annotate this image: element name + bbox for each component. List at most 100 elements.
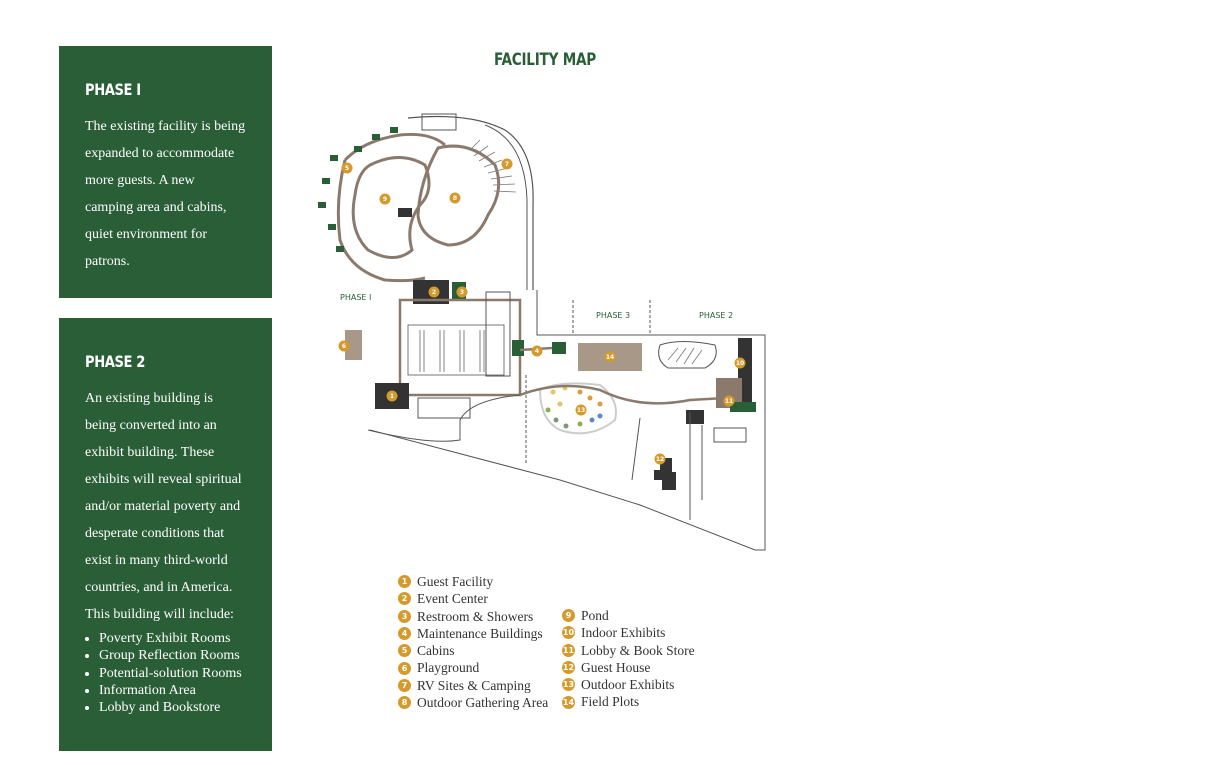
- marker-label: 9: [383, 196, 387, 203]
- legend-number: 11: [562, 643, 575, 657]
- main-parking: [407, 324, 505, 376]
- legend-label: Lobby & Book Store: [581, 642, 695, 658]
- marker-label: 11: [725, 398, 733, 405]
- marker-label: 6: [342, 343, 346, 350]
- south-road: [367, 394, 521, 442]
- legend-label: Restroom & Showers: [417, 608, 534, 624]
- legend-label: Guest House: [581, 659, 651, 675]
- marker-label: 2: [432, 289, 436, 296]
- legend-label: Maintenance Buildings: [417, 625, 543, 641]
- legend-item: 8 Outdoor Gathering Area: [398, 694, 548, 711]
- facility-map: 1 2 3 4 5 6 7 8 9 10 11 12 13 14 PHASE I…: [318, 113, 766, 551]
- legend-number: 1: [398, 575, 411, 589]
- legend-item: 11 Lobby & Book Store: [562, 642, 695, 659]
- phase1-title: PHASE I: [85, 80, 141, 99]
- phase2-title: PHASE 2: [85, 352, 145, 371]
- map-marker-6: 6: [338, 340, 350, 352]
- list-item: Group Reflection Rooms: [99, 647, 246, 664]
- legend-number: 9: [562, 609, 575, 623]
- legend-item: 6 Playground: [398, 659, 548, 676]
- guest-parking: [417, 397, 471, 419]
- map-marker-10: 10: [734, 357, 746, 369]
- legend-number: 5: [398, 644, 411, 658]
- legend-item: 7 RV Sites & Camping: [398, 677, 548, 694]
- legend-label: Guest Facility: [417, 574, 494, 589]
- east-parking: [485, 291, 511, 377]
- outer-road: [407, 115, 534, 290]
- phase3-map-label: PHASE 3: [596, 311, 630, 320]
- legend-number: 14: [562, 695, 575, 709]
- guest-house-road: [631, 412, 703, 520]
- maintenance-building: [512, 340, 524, 356]
- phase2-include-label: This building will include:: [85, 607, 234, 622]
- map-marker-11: 11: [723, 395, 735, 407]
- legend-label: Playground: [417, 660, 480, 676]
- marker-label: 10: [736, 360, 744, 367]
- pond-east: [416, 144, 501, 247]
- legend-item: 13 Outdoor Exhibits: [562, 676, 695, 693]
- map-marker-3: 3: [456, 286, 468, 298]
- marker-label: 7: [505, 161, 509, 168]
- outdoor-exhibits-trail: [538, 382, 617, 435]
- marker-label: 14: [606, 354, 614, 361]
- outer-road-inner: [484, 124, 528, 290]
- map-marker-2: 2: [428, 286, 440, 298]
- phase1-text: The existing facility is being expanded …: [85, 119, 246, 269]
- map-marker-13: 13: [575, 404, 587, 416]
- legend-number: 13: [562, 678, 575, 692]
- legend-number: 8: [398, 696, 411, 710]
- legend-item: 9 Pond: [562, 607, 695, 624]
- marker-label: 13: [577, 407, 585, 414]
- map-title: FACILITY MAP: [493, 50, 597, 70]
- map-marker-1: 1: [386, 390, 398, 402]
- list-item: Lobby and Bookstore: [99, 699, 246, 716]
- guest-house-building: [654, 458, 676, 490]
- cabins: [318, 127, 398, 252]
- marker-label: 3: [460, 289, 464, 296]
- list-item: Information Area: [99, 682, 246, 699]
- north-parking: [421, 113, 457, 131]
- phase2-map-label: PHASE 2: [699, 311, 733, 320]
- map-marker-5: 5: [341, 162, 353, 174]
- legend-number: 2: [398, 592, 411, 606]
- legend-item: 14 Field Plots: [562, 693, 695, 710]
- list-item: Potential-solution Rooms: [99, 665, 246, 682]
- marker-label: 1: [390, 393, 394, 400]
- pond-dock: [398, 208, 412, 217]
- playground-area: [345, 330, 362, 360]
- legend-label: Outdoor Exhibits: [581, 677, 675, 693]
- pond-west: [351, 156, 431, 259]
- maintenance-building-2: [552, 342, 566, 354]
- legend-label: Outdoor Gathering Area: [417, 695, 549, 711]
- legend-label: Pond: [581, 608, 609, 623]
- marker-label: 5: [345, 165, 349, 172]
- map-marker-8: 8: [449, 192, 461, 204]
- phase2-list: Poverty Exhibit Rooms Group Reflection R…: [85, 630, 246, 716]
- legend-label: Field Plots: [581, 694, 640, 710]
- marker-label: 12: [656, 456, 664, 463]
- map-marker-9: 9: [379, 193, 391, 205]
- legend-item: 1 Guest Facility: [398, 573, 548, 590]
- map-marker-4: 4: [531, 345, 543, 357]
- phase2-parking: [658, 341, 717, 369]
- phase2-text: An existing building is being converted …: [85, 391, 242, 595]
- phase2-panel: PHASE 2 An existing building is being co…: [59, 318, 272, 751]
- legend-number: 6: [398, 661, 411, 675]
- legend-number: 4: [398, 627, 411, 641]
- map-marker-7: 7: [501, 158, 513, 170]
- phase1-panel: PHASE I The existing facility is being e…: [59, 46, 272, 298]
- map-marker-12: 12: [654, 453, 666, 465]
- phase1-map-label: PHASE I: [340, 293, 371, 302]
- legend-item: 4 Maintenance Buildings: [398, 625, 548, 642]
- legend-number: 10: [562, 626, 575, 640]
- marker-label: 4: [535, 348, 539, 355]
- legend-number: 7: [398, 678, 411, 692]
- marker-label: 8: [453, 195, 457, 202]
- south-parking: [713, 427, 747, 443]
- phase2-parking-stripes: [667, 347, 703, 365]
- legend-label: RV Sites & Camping: [417, 677, 531, 693]
